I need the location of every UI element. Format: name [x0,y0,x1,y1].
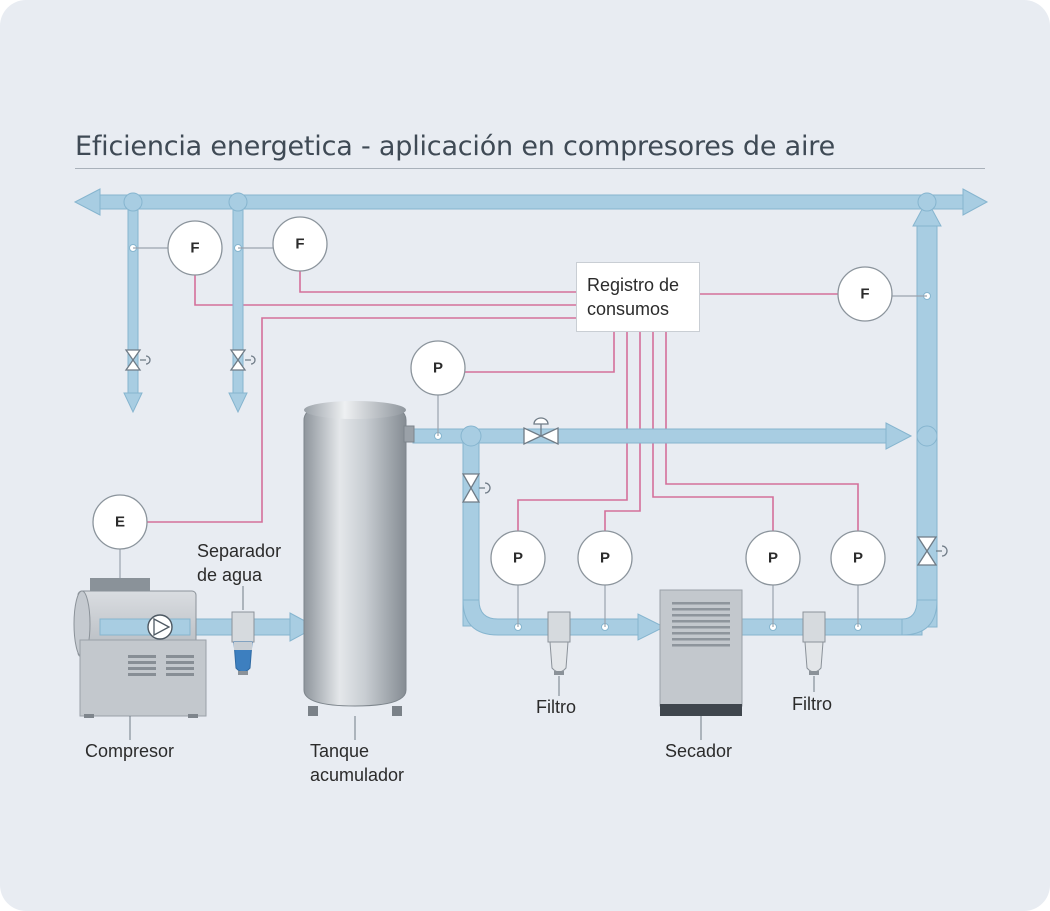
energy-gauge-label: E [115,514,125,531]
consumption-logger-box: Registro de consumos [576,262,700,332]
pressure-gauge-1 [490,530,546,586]
valve-riser [916,536,948,566]
pressure-gauge-tank [410,340,466,396]
junction-3 [917,192,937,212]
tank-descent-pipe [462,435,480,627]
separator-label-line-1: Separador [197,541,282,561]
pressure-gauge-3 [745,530,801,586]
filter-2 [802,611,826,675]
valves [124,349,948,566]
pressure-gauge-1-label: P [513,550,523,567]
signal-line-energy [147,317,576,523]
signal-line-pressure-1 [517,332,628,538]
riser-arrow [912,198,942,227]
page-title: Eficiencia energetica - aplicación en co… [75,131,836,162]
pressure-gauge-4-label: P [853,550,863,567]
flow-gauge-3-label: F [860,286,869,303]
signal-line-flow-2 [299,268,576,293]
valve-drop-2 [229,349,256,371]
junction-5 [916,425,938,447]
gauge-letters: F F F E P P P P P [115,236,870,567]
filter-1-label: Filtro [536,697,576,717]
gauge-stems [119,247,927,627]
dryer-label: Secador [665,741,733,761]
consumption-logger-line-1: Registro de [587,275,680,295]
signal-line-pressure-tank [465,332,615,373]
junction-4 [460,425,482,447]
middle-arrow [885,422,913,450]
valve-middle [523,417,559,446]
signal-line-flow-1 [194,275,576,306]
lower-loop-arrow [637,613,666,641]
compressor-outlet-arrow [289,612,318,642]
tank-label-line-1: Tanque [310,741,370,761]
junction-2 [228,192,248,212]
gauge-circles [92,216,893,586]
flow-gauge-1 [167,220,223,276]
flow-gauge-2-label: F [295,236,304,253]
junction-1 [123,192,143,212]
pressure-gauge-3-label: P [768,550,778,567]
signal-line-pressure-3 [652,332,774,538]
pressure-gauge-tank-label: P [433,360,443,377]
flow-gauge-3 [837,266,893,322]
drop-arrow-2 [228,392,248,414]
signal-line-pressure-4 [665,332,859,538]
riser-pipe [916,221,938,628]
storage-tank [303,401,415,716]
top-left-arrow [73,188,101,216]
compressor-motor-cap [90,578,150,594]
filter-1 [547,611,571,675]
top-header-pipe [91,194,973,210]
water-separator [231,611,255,675]
signal-lines [147,268,859,538]
valve-drop-1 [124,349,151,371]
top-right-arrow [962,188,989,216]
signal-line-pressure-2 [604,332,641,538]
tank-label-line-2: acumulador [310,765,405,785]
outlet-elbow [901,599,938,636]
pressure-gauge-2-label: P [600,550,610,567]
title-divider [75,168,985,169]
pressure-gauge-4 [830,530,886,586]
flow-gauge-2 [272,216,328,272]
middle-pipe [412,428,892,444]
compressor-body [79,639,207,717]
compressor-label: Compresor [85,741,175,761]
separator-label-line-2: de agua [197,565,263,585]
pipe-junctions [123,192,938,447]
flow-gauge-1-label: F [190,240,199,257]
consumption-logger-line-2: consumos [587,299,670,319]
dryer [659,589,743,716]
filter-2-label: Filtro [792,694,832,714]
drop-arrow-1 [123,392,143,414]
valve-tank-descent [461,473,491,503]
compressor [73,578,207,718]
pressure-gauge-2 [577,530,633,586]
energy-gauge [92,494,148,550]
